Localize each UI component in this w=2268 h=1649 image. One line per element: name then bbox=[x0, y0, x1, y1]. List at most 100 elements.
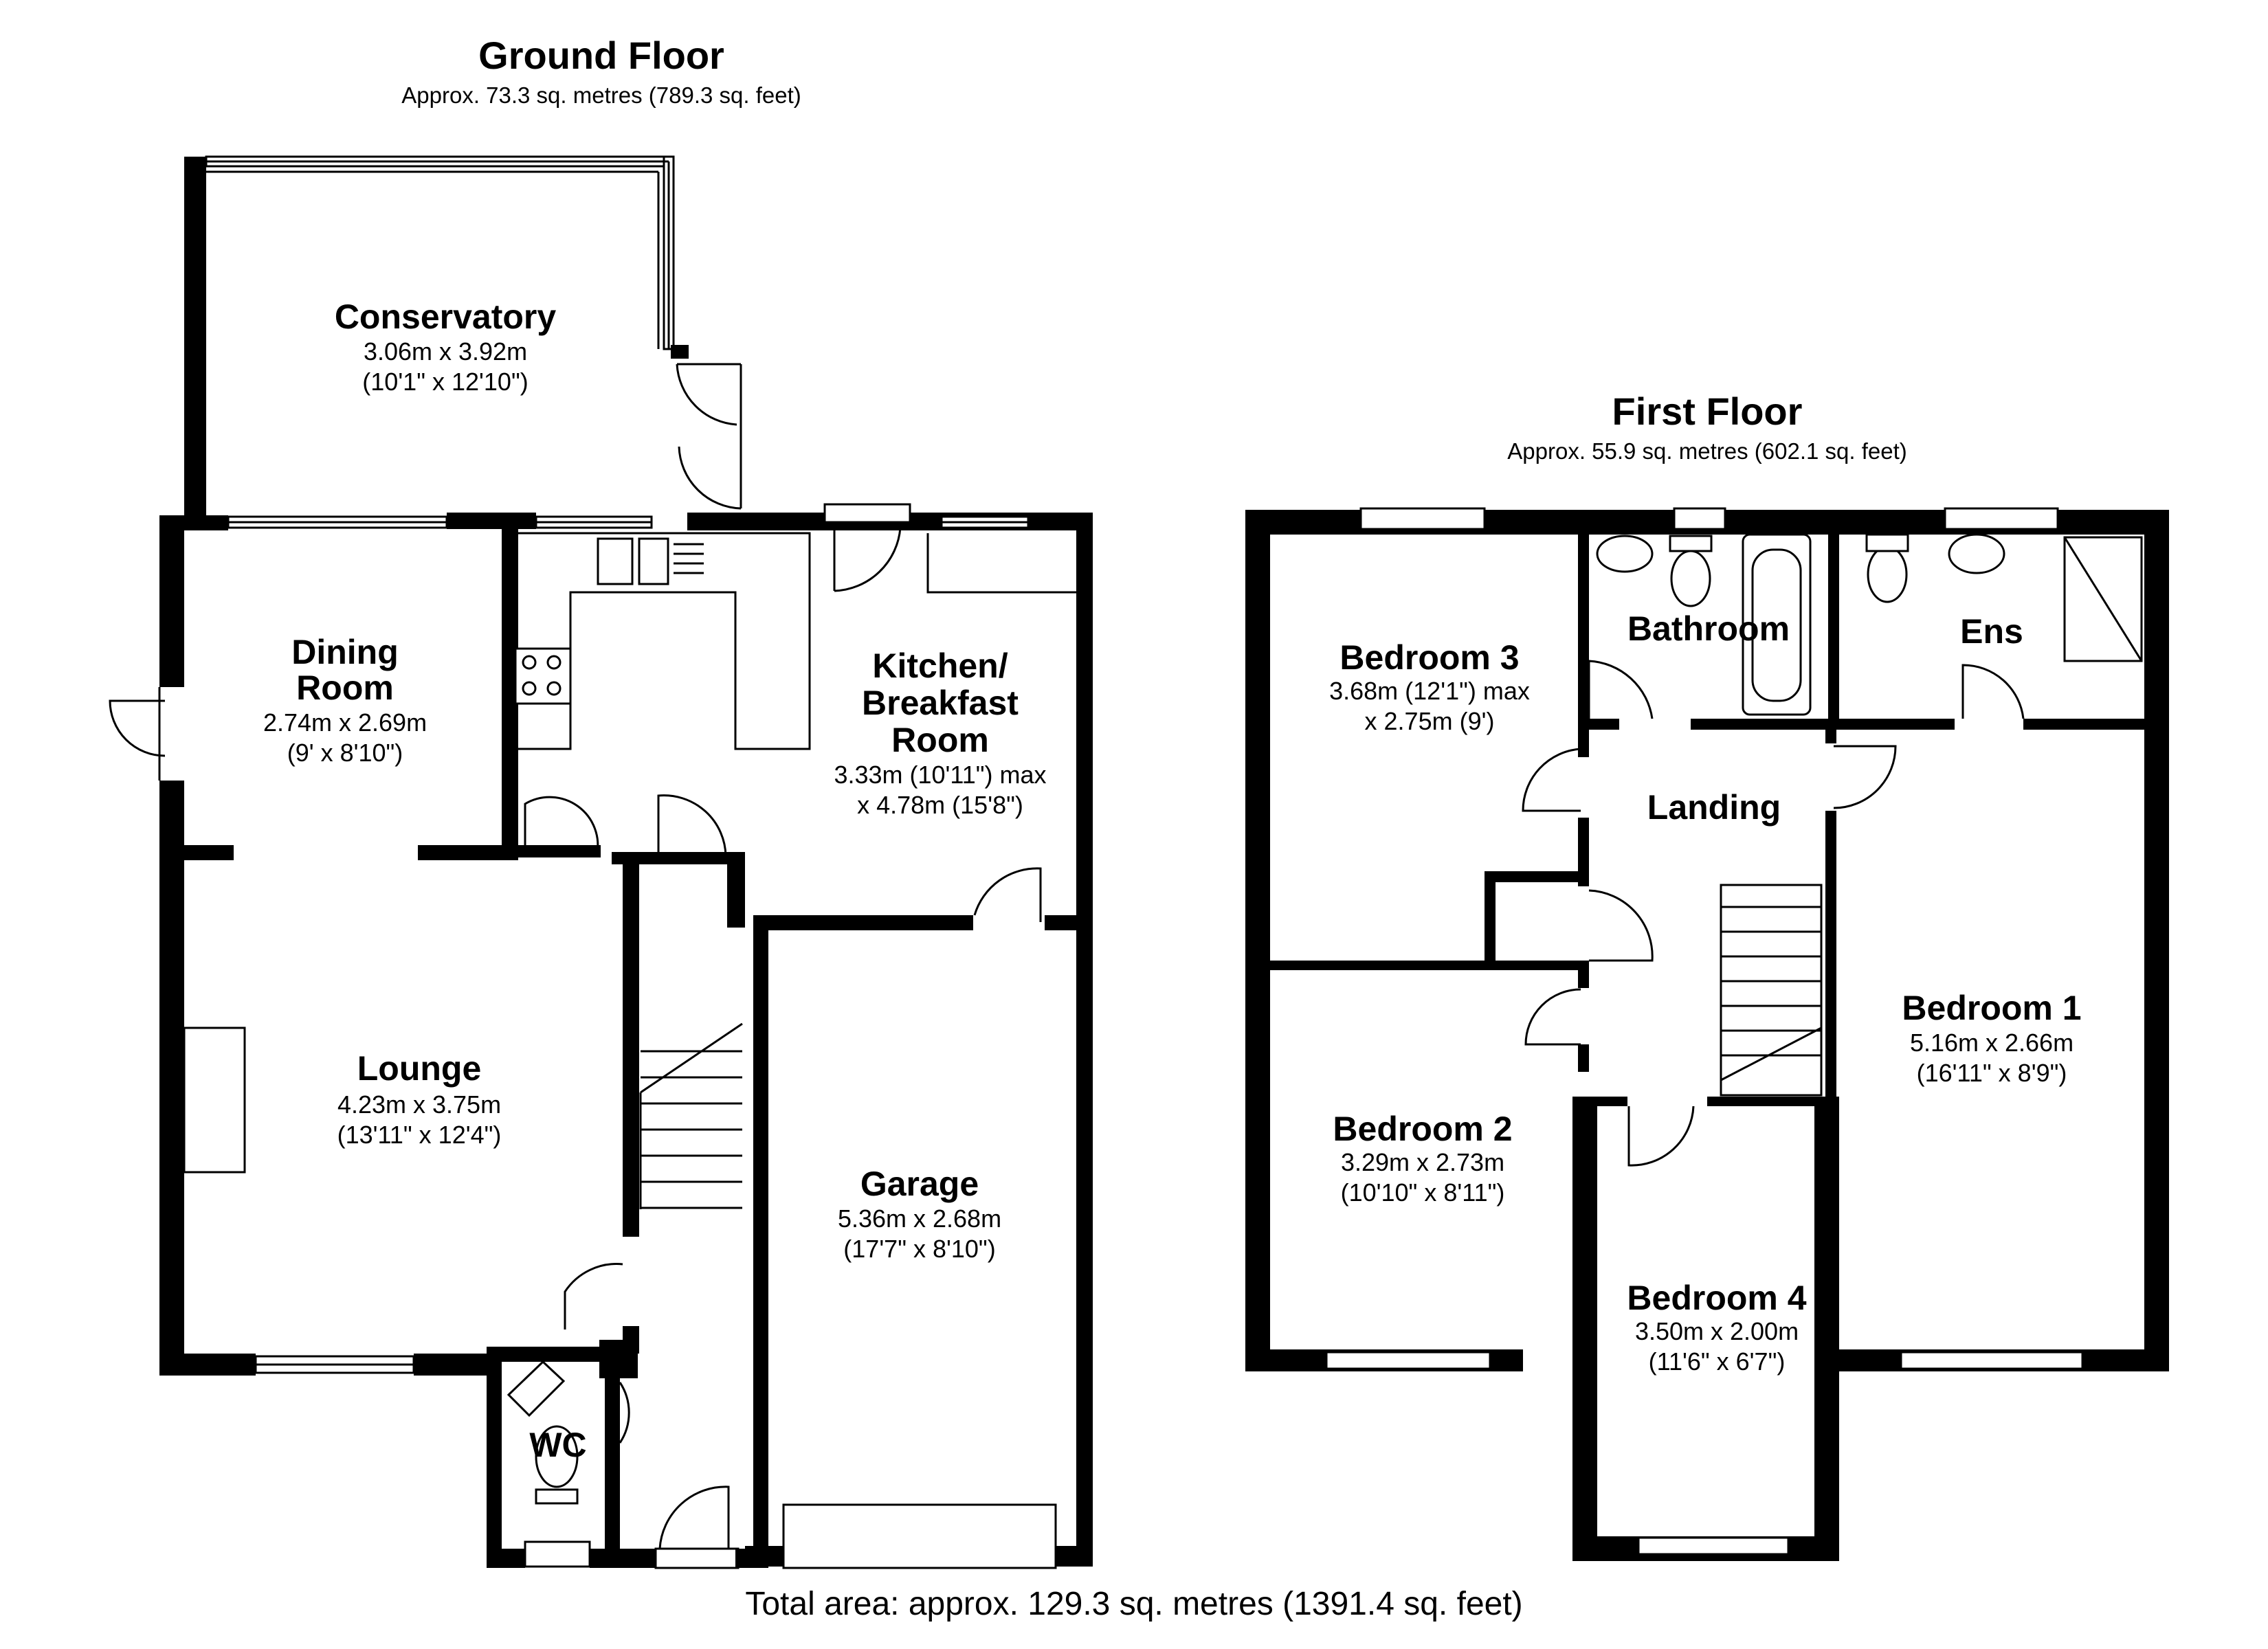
bedroom3-label: Bedroom 3 bbox=[1339, 638, 1519, 677]
wc-door bbox=[619, 1382, 630, 1444]
bedroom2-window bbox=[1325, 1351, 1491, 1370]
sink-icon bbox=[597, 537, 634, 585]
wc-window bbox=[524, 1540, 591, 1568]
conservatory-dim-metric: 3.06m x 3.92m bbox=[364, 337, 527, 366]
hob-icon bbox=[514, 647, 572, 705]
lounge-south-wall-a bbox=[159, 1354, 256, 1376]
bathroom-basin-icon bbox=[1596, 535, 1654, 573]
dining-label-line2: Room bbox=[296, 669, 394, 707]
bathroom-south-b bbox=[1691, 719, 1955, 730]
ground-floor-area: Approx. 73.3 sq. metres (789.3 sq. feet) bbox=[401, 82, 801, 108]
first-floor-plan bbox=[1245, 507, 2169, 1561]
kitchen-label-line1: Kitchen/ bbox=[872, 647, 1008, 685]
wc-south-wall-a bbox=[487, 1549, 525, 1568]
bedroom4-label: Bedroom 4 bbox=[1627, 1279, 1806, 1317]
wc-label: WC bbox=[529, 1426, 586, 1464]
bathroom-label: Bathroom bbox=[1627, 609, 1790, 648]
ground-staircase bbox=[639, 1022, 743, 1209]
ground-floor-title: Ground Floor bbox=[478, 34, 724, 77]
front-door bbox=[658, 1485, 730, 1549]
front-door-step bbox=[654, 1547, 740, 1569]
garage-north-wall bbox=[753, 915, 973, 930]
hall-kitchen-door bbox=[657, 794, 727, 857]
bathroom-window bbox=[1673, 507, 1726, 530]
bath-icon bbox=[1742, 533, 1812, 716]
dining-west-wall-upper bbox=[159, 517, 184, 687]
bathroom-south-a bbox=[1578, 719, 1619, 730]
stair-wall bbox=[627, 864, 634, 1215]
dining-label-line1: Dining bbox=[291, 633, 399, 671]
bedroom2-dim-imperial: (10'10" x 8'11") bbox=[1341, 1178, 1505, 1207]
ff-west-wall bbox=[1245, 510, 1270, 1371]
cupboard-door bbox=[1588, 889, 1654, 962]
kitchen-label-line2: Breakfast bbox=[862, 684, 1019, 722]
first-floor-area: Approx. 55.9 sq. metres (602.1 sq. feet) bbox=[1507, 438, 1906, 464]
ensuite-toilet-icon bbox=[1867, 546, 1908, 603]
bedroom1-label: Bedroom 1 bbox=[1902, 989, 2081, 1027]
total-area: Total area: approx. 129.3 sq. metres (13… bbox=[745, 1586, 1522, 1622]
bedroom3-south-wall bbox=[1270, 961, 1586, 970]
conservatory-label: Conservatory bbox=[335, 298, 557, 336]
garage-north-wall-b bbox=[1045, 915, 1086, 930]
dining-north-wall-b bbox=[447, 513, 536, 529]
hall-east-stub bbox=[727, 852, 745, 928]
first-floor-staircase bbox=[1720, 884, 1823, 1097]
bedroom1-window bbox=[1900, 1351, 2084, 1370]
bedroom1-dim-metric: 5.16m x 2.66m bbox=[1910, 1029, 2074, 1057]
lounge-dim-metric: 4.23m x 3.75m bbox=[337, 1090, 501, 1119]
lounge-kitchen-door bbox=[524, 796, 599, 857]
kitchen-east-wall bbox=[1076, 513, 1093, 925]
conservatory-frame bbox=[205, 155, 675, 350]
conservatory-dim-imperial: (10'1" x 12'10") bbox=[362, 368, 528, 396]
kitchen-south-wall-a bbox=[518, 845, 601, 857]
toilet-icon bbox=[535, 1425, 579, 1488]
ensuite-south-wall bbox=[2023, 719, 2144, 730]
bedroom2-door bbox=[1524, 988, 1581, 1046]
kitchen-dim-metric: 3.33m (10'11") max bbox=[834, 761, 1046, 789]
bathroom-toilet-icon bbox=[1670, 550, 1711, 607]
conservatory-west-wall bbox=[184, 157, 206, 525]
wc-east-wall bbox=[605, 1378, 620, 1568]
cupboard-north-wall bbox=[1485, 871, 1586, 882]
garage-label: Garage bbox=[860, 1165, 979, 1203]
hall-lounge-door bbox=[564, 1263, 623, 1330]
kitchen-label-line3: Room bbox=[891, 721, 989, 759]
ensuite-basin-icon bbox=[1948, 533, 2005, 574]
landing-label: Landing bbox=[1647, 788, 1781, 827]
dining-south-wall-b bbox=[418, 845, 518, 860]
ground-floor-plan bbox=[109, 155, 1093, 1569]
cupboard-west-wall bbox=[1485, 871, 1496, 969]
landing-south-wall-a bbox=[1572, 1097, 1627, 1106]
wc-north-wall-post bbox=[599, 1340, 638, 1378]
bedroom1-dim-imperial: (16'11" x 8'9") bbox=[1917, 1059, 2067, 1087]
bedroom3-door bbox=[1522, 748, 1581, 812]
fireplace bbox=[183, 1027, 246, 1174]
bedroom4-window bbox=[1637, 1536, 1790, 1556]
bedroom3-window bbox=[1359, 507, 1486, 530]
garage-south-wall-b bbox=[1056, 1546, 1093, 1567]
dining-south-wall-a bbox=[184, 845, 234, 860]
bedroom3-dim-metric: 3.68m (12'1") max bbox=[1329, 677, 1530, 705]
kitchen-units bbox=[514, 503, 1076, 750]
lounge-west-wall bbox=[159, 781, 184, 1376]
garage-door bbox=[782, 1503, 1057, 1569]
lounge-dim-imperial: (13'11" x 12'4") bbox=[337, 1121, 502, 1149]
conservatory-doors bbox=[676, 363, 742, 510]
garage-access-door bbox=[973, 867, 1042, 922]
landing-south-wall-b bbox=[1707, 1097, 1839, 1106]
ensuite-door bbox=[1961, 664, 2025, 719]
lounge-south-wall-b bbox=[414, 1354, 499, 1376]
bedroom4-dim-imperial: (11'6" x 6'7") bbox=[1649, 1347, 1786, 1376]
ensuite-west-wall bbox=[1828, 535, 1839, 727]
bathroom-door bbox=[1588, 660, 1654, 728]
garage-dim-metric: 5.36m x 2.68m bbox=[838, 1204, 1001, 1233]
dining-north-wall-a bbox=[159, 515, 228, 530]
bedroom2-dim-metric: 3.29m x 2.73m bbox=[1341, 1148, 1504, 1176]
garage-east-wall bbox=[1076, 925, 1093, 1565]
lounge-label: Lounge bbox=[357, 1049, 482, 1088]
bedroom4-door bbox=[1627, 1106, 1695, 1167]
ff-east-wall bbox=[2144, 510, 2169, 1371]
garage-dim-imperial: (17'7" x 8'10") bbox=[843, 1235, 995, 1263]
hall-north-wall bbox=[612, 852, 729, 864]
